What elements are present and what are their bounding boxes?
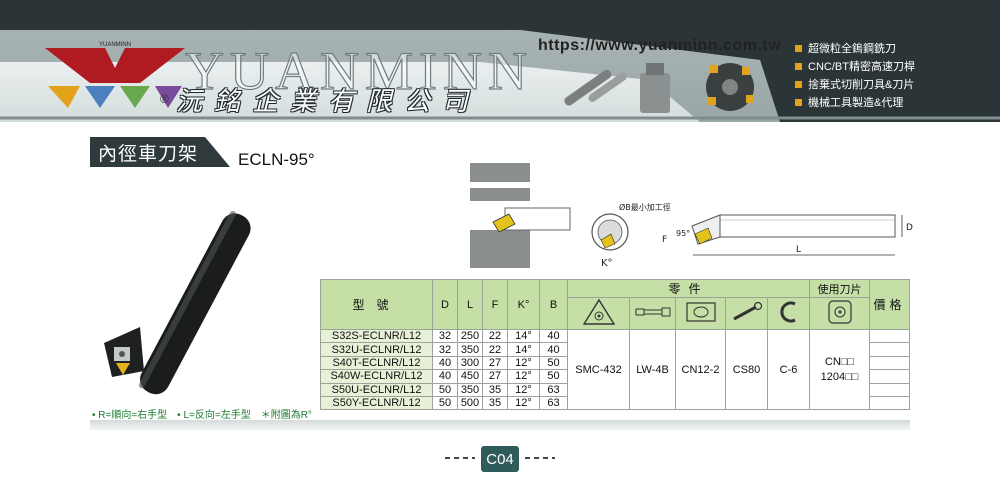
dash-left [445,457,475,459]
clamp-icon [675,297,726,330]
wrench-icon [767,297,810,330]
screw-icon [725,297,768,330]
model-cell: S32S-ECLNR/L12 [320,328,433,344]
model-cell: S50U-ECLNR/L12 [320,382,433,397]
svg-text:F: F [662,235,667,245]
bullet-square-icon [795,44,802,52]
table-row: S32S-ECLNR/L12 32 250 22 14° 40 SMC-432 … [320,328,910,411]
bullet-square-icon [795,62,802,70]
bore-section-diagram [470,163,571,268]
table-row: S40T-ECLNR/L12 40 300 27 12° 50 [320,355,910,371]
price-cell [869,382,910,397]
insert-icon [809,297,870,330]
header-model: 型號 [320,279,433,330]
table-row: S32U-ECLNR/L12 32 350 22 14° 40 [320,342,910,357]
bullet-square-icon [795,98,802,106]
dash-right [525,457,555,459]
menu-item-cnc-holder[interactable]: CNC/BT精密高速刀桿 [795,57,915,75]
registered-mark: ® [160,92,169,106]
price-cell [869,355,910,371]
svg-text:K°: K° [601,258,613,269]
header-banner: YUANMINN ® YUANMINN 沅銘企業有限公司 https://www… [0,0,1000,122]
product-images-icon [564,63,754,113]
tool-holder-image [104,210,251,395]
price-cell [869,369,910,384]
price-cell [869,342,910,357]
menu-item-machine-tools[interactable]: 機械工具製造&代理 [795,93,915,111]
page-number: C04 [445,446,555,474]
part-pin-screw: LW-4B [629,328,676,411]
model-cell: S50Y-ECLNR/L12 [320,395,433,411]
header-k: K° [507,279,540,330]
website-url[interactable]: https://www.yuanminn.com.tw [538,37,782,54]
specification-table: 型號 D L F K° B 零件 使用刀片 價格 [320,279,910,411]
dimension-diagram: L D F 95° [662,214,913,256]
page-number-box: C04 [481,446,519,472]
menu-item-carbide-mill[interactable]: 超微粒全鎢鋼銑刀 [795,39,915,57]
min-bore-diagram: ØB最小加工徑 K° [591,202,671,269]
brand-name-english: YUANMINN [184,41,533,101]
insert-spec: CN□□ 1204□□ [809,328,870,411]
part-clamp-screw: SMC-432 [567,328,630,411]
model-title: ECLN-95° [238,150,315,169]
svg-text:ØB最小加工徑: ØB最小加工徑 [619,202,671,212]
bullet-square-icon [795,80,802,88]
pin-screw-icon [629,297,676,330]
price-cell [869,328,910,344]
part-clamp: CN12-2 [675,328,726,411]
hand-note: • R=順向=右手型 • L=反向=左手型 ＊附圖為R° [92,410,312,421]
header-l: L [457,279,483,330]
header-d: D [432,279,458,330]
menu-item-indexable-tools[interactable]: 捨棄式切削刀具&刀片 [795,75,915,93]
header-b: B [539,279,568,330]
svg-text:95°: 95° [676,229,690,238]
header-price: 價格 [869,279,910,330]
svg-text:D: D [906,223,913,233]
header-dark-band [0,0,1000,122]
category-title: 內徑車刀架 [90,137,230,167]
model-cell: S40T-ECLNR/L12 [320,355,433,371]
price-cell [869,395,910,411]
header-insert: 使用刀片 [809,279,870,298]
model-cell: S40W-ECLNR/L12 [320,369,433,384]
brand-name-chinese: 沅銘企業有限公司 [176,87,481,117]
footer-band [90,420,910,430]
company-logo-icon: YUANMINN [45,42,185,108]
svg-text:YUANMINN: YUANMINN [99,42,131,48]
header-parts: 零件 [567,279,810,298]
header-f: F [482,279,508,330]
model-cell: S32U-ECLNR/L12 [320,342,433,357]
svg-text:L: L [796,245,801,255]
table-row: S50Y-ECLNR/L12 50 500 35 12° 63 [320,395,910,411]
clamp-screw-icon [567,297,630,330]
product-menu: 超微粒全鎢鋼銑刀 CNC/BT精密高速刀桿 捨棄式切削刀具&刀片 機械工具製造&… [795,39,915,111]
part-screw: CS80 [725,328,768,411]
part-wrench: C-6 [767,328,810,411]
table-row: S40W-ECLNR/L12 40 450 27 12° 50 [320,369,910,384]
